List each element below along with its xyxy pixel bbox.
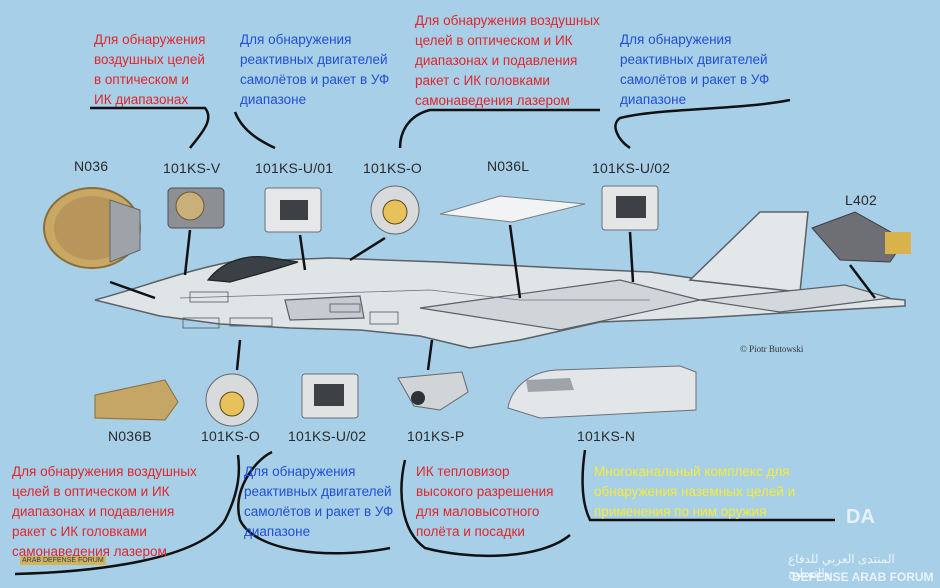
caption-top-uv-1: Для обнаружения реактивных двигателей са…	[240, 32, 390, 107]
watermark-arabic: المنتدى العربي للدفاع والتسليح	[788, 552, 895, 580]
photo-credit: © Piotr Butowski	[740, 344, 804, 354]
101ks-o-top-sensor-image	[370, 185, 420, 235]
watermark-logo: DA	[846, 506, 875, 528]
arrow-top-3	[398, 108, 600, 149]
caption-top-optical-ir: Для обнаружения воздушных целей в оптиче…	[94, 32, 206, 107]
label-101ks-v: 101KS-V	[163, 160, 221, 176]
caption-top-uv-2: Для обнаружения реактивных двигателей са…	[620, 32, 770, 107]
101ks-v-sensor-image	[167, 187, 225, 229]
label-l402: L402	[845, 192, 877, 208]
label-101ks-p: 101KS-P	[407, 428, 465, 444]
caption-bottom-thermal: ИК тепловизор высокого разрешения для ма…	[416, 464, 554, 539]
arrow-top-4	[614, 98, 791, 150]
caption-bottom-ground-complex: Многоканальный комплекс для обнаружения …	[594, 464, 796, 519]
arrow-bottom-2	[237, 450, 391, 555]
arrow-top-1	[90, 106, 210, 149]
aircraft-illustration	[94, 211, 906, 349]
101ks-p-sensor-image	[397, 371, 469, 411]
101ks-u02-bottom-sensor-image	[301, 373, 359, 419]
arrow-bottom-3	[400, 459, 571, 558]
watermark-small-logo: ARAB DEFENSE FORUM	[20, 556, 106, 565]
arrow-bottom-4	[581, 449, 835, 522]
pointer-arrows	[14, 98, 876, 576]
label-101ks-o-bottom: 101KS-O	[201, 428, 260, 444]
n036b-radar-image	[94, 379, 179, 421]
label-n036: N036	[74, 158, 109, 174]
caption-bottom-laser: Для обнаружения воздушных целей в оптиче…	[12, 464, 197, 559]
caption-bottom-uv: Для обнаружения реактивных двигателей са…	[244, 464, 394, 539]
101ks-o-bottom-sensor-image	[205, 373, 259, 427]
101ks-n-pod-image	[507, 365, 697, 419]
label-101ks-u02-top: 101KS-U/02	[592, 160, 671, 176]
label-101ks-u02-bottom: 101KS-U/02	[288, 428, 367, 444]
label-n036b: N036B	[108, 428, 152, 444]
caption-top-laser: Для обнаружения воздушных целей в оптиче…	[415, 13, 600, 108]
label-101ks-n: 101KS-N	[577, 428, 636, 444]
label-101ks-o-top: 101KS-O	[363, 160, 422, 176]
101ks-u02-top-sensor-image	[601, 185, 659, 231]
l402-jammer-image	[811, 211, 911, 263]
n036-radar-image	[43, 187, 141, 269]
101ks-u01-sensor-image	[264, 187, 322, 233]
watermark-english: DEFENSE ARAB FORUM	[792, 570, 934, 584]
label-101ks-u01: 101KS-U/01	[255, 160, 334, 176]
n036l-radar-image	[439, 195, 586, 223]
label-n036l: N036L	[487, 158, 530, 174]
arrow-bottom-1	[14, 454, 241, 576]
arrow-top-2	[233, 111, 276, 150]
